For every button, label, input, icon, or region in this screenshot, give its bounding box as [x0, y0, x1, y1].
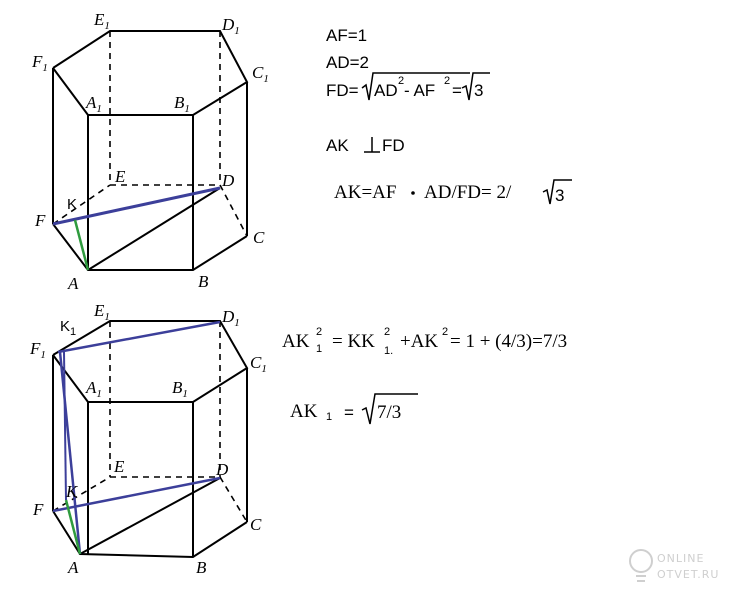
eq-ak1-lhs: AK — [282, 331, 310, 352]
eq-ak-line: AK=AF — [334, 182, 396, 203]
eq-sqrt-val: 7/3 — [377, 402, 401, 423]
label-e1: E1 — [93, 10, 110, 32]
eq-ak1-sup: 2 — [316, 326, 322, 338]
sqrt-sign-3 — [461, 72, 490, 101]
top-prism-hidden — [52, 31, 248, 237]
equations-top: AF=1 AD=2 FD= AD 2 - AF 2 = 3 AK FD AK=A… — [326, 26, 572, 205]
top-line-ad — [87, 187, 221, 271]
eq-fd-lhs: FD= — [326, 81, 359, 100]
label-a1-bottom: A1 — [85, 378, 102, 400]
label-c: C — [253, 228, 265, 247]
label-k-bottom: K — [65, 482, 79, 501]
label-f1: F1 — [31, 52, 48, 74]
top-prism-constructions — [52, 186, 221, 271]
label-d-bottom: D — [215, 460, 229, 479]
label-b1: B1 — [174, 93, 190, 115]
top-prism-edge-dc — [219, 184, 248, 237]
sqrt-sign-7-3 — [361, 393, 418, 425]
eq-plus-ak: +AK — [400, 331, 438, 352]
watermark-line1: ONLINE — [657, 552, 704, 565]
label-k: K — [67, 196, 77, 213]
eq-ad: AD=2 — [326, 53, 369, 72]
eq-fd-sup2: 2 — [444, 75, 450, 87]
top-prism — [52, 30, 249, 271]
label-b1-bottom: B1 — [172, 378, 188, 400]
label-b: B — [198, 272, 209, 291]
sqrt-sign-ak — [542, 179, 572, 205]
multiply-dot-icon — [411, 191, 415, 195]
top-prism-upper-hexagon — [52, 30, 249, 116]
label-a: A — [67, 274, 79, 293]
label-f-bottom: F — [32, 500, 44, 519]
top-line-fd — [52, 186, 221, 226]
eq-ak-mid: AD/FD= 2/ — [424, 182, 512, 203]
label-d1-bottom: D1 — [221, 307, 240, 329]
eq-kk1: = KK — [332, 331, 375, 352]
label-e-bottom: E — [113, 457, 125, 476]
label-f1-bottom: F1 — [29, 339, 46, 361]
eq-perp-right: FD — [382, 136, 405, 155]
bottom-prism-lower-front — [52, 510, 248, 559]
equations-bottom: AK 2 1 = KK 2 1. +AK 2 = 1 + (4/3)=7/3 A… — [282, 326, 567, 425]
label-a-bottom: A — [67, 558, 79, 577]
label-k1: K1 — [60, 318, 76, 338]
top-prism-lower-front — [52, 223, 248, 271]
label-d1: D1 — [221, 15, 240, 37]
bottom-prism-constructions — [52, 320, 221, 555]
eq-fd-minus: - AF — [404, 81, 435, 100]
bottom-prism-hidden — [52, 321, 248, 523]
eq-ak1-sub: 1 — [316, 343, 322, 355]
watermark-line2: OTVET.RU — [657, 568, 719, 581]
label-a1: A1 — [85, 93, 102, 115]
watermark: ONLINE OTVET.RU — [629, 549, 719, 582]
bottom-line-ak — [64, 499, 82, 555]
label-c1-bottom: C1 — [250, 353, 267, 375]
eq-ak-3: 3 — [555, 186, 564, 205]
eq-plus-ak-sup: 2 — [442, 326, 448, 338]
bottom-prism-edge-dc — [219, 476, 248, 523]
label-c1: C1 — [252, 63, 269, 85]
bottom-line-ad — [79, 477, 221, 555]
bottom-line-fd — [52, 476, 221, 513]
eq-af: AF=1 — [326, 26, 367, 45]
eq-fd-3: 3 — [474, 81, 483, 100]
bottom-line-f1d1 — [57, 320, 221, 354]
bottom-prism-edge-fe — [52, 476, 111, 512]
top-prism-labels: E1 D1 F1 C1 A1 B1 E D K F C A B — [31, 10, 269, 293]
eq-ak1-final: AK — [290, 401, 318, 422]
bottom-prism — [52, 320, 249, 559]
eq-kk1-sub: 1. — [384, 345, 393, 357]
bottom-line-kk1 — [63, 351, 67, 501]
eq-ak1-final-eq: = — [344, 403, 354, 422]
eq-fd-eq: = — [452, 81, 462, 100]
bottom-line-ak1 — [58, 351, 82, 555]
bottom-prism-upper-hexagon — [52, 320, 249, 403]
label-c-bottom: C — [250, 515, 262, 534]
perpendicular-icon — [364, 137, 380, 153]
eq-perp-left: AK — [326, 136, 349, 155]
bottom-prism-labels: K1 E1 D1 F1 C1 A1 B1 E D K F C A B — [29, 301, 267, 577]
top-prism-edge-fe — [52, 184, 111, 225]
eq-ak1-final-sub: 1 — [326, 411, 332, 423]
eq-rest: = 1 + (4/3)=7/3 — [450, 331, 567, 352]
label-f: F — [34, 211, 46, 230]
eq-fd-ad: AD — [374, 81, 398, 100]
sqrt-sign-fd — [361, 72, 470, 101]
label-e1-bottom: E1 — [93, 301, 110, 323]
label-e: E — [114, 167, 126, 186]
label-b-bottom: B — [196, 558, 207, 577]
top-line-ak — [73, 219, 90, 271]
eq-fd-sup1: 2 — [398, 75, 404, 87]
lightbulb-icon — [629, 549, 653, 582]
label-d: D — [221, 171, 235, 190]
eq-kk1-sup: 2 — [384, 326, 390, 338]
